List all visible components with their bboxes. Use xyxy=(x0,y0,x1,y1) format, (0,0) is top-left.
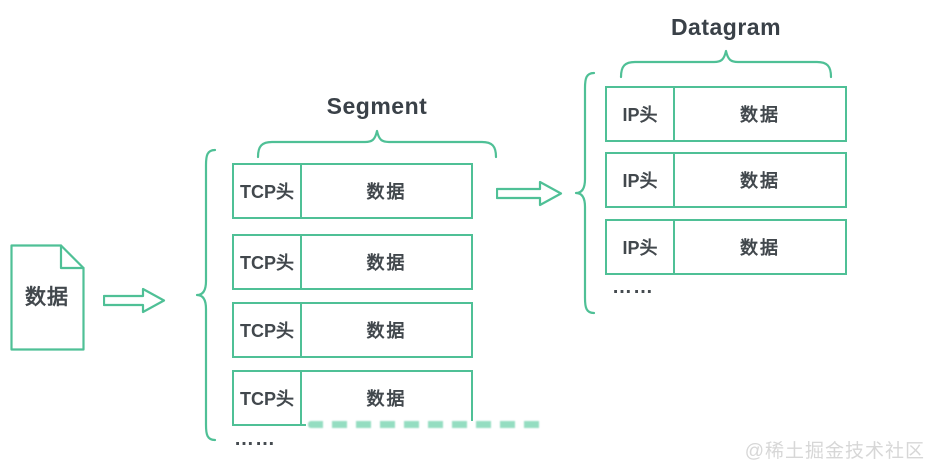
datagram-left-brace-icon xyxy=(574,71,596,315)
segment-row-header: TCP头 xyxy=(234,372,302,424)
segment-ellipsis: …… xyxy=(234,428,276,450)
datagram-row-header: IP头 xyxy=(607,221,675,273)
segment-row-header: TCP头 xyxy=(234,304,302,356)
datagram-row-data: 数据 xyxy=(740,238,780,258)
segment-row: TCP头 数据 xyxy=(232,370,473,426)
segment-row-header: TCP头 xyxy=(234,165,302,217)
datagram-row: IP头 数据 xyxy=(605,152,847,208)
datagram-row-data: 数据 xyxy=(740,171,780,191)
segment-row-data: 数据 xyxy=(366,182,407,202)
segment-row-data: 数据 xyxy=(366,253,407,273)
segment-title: Segment xyxy=(326,93,428,119)
segment-row-data: 数据 xyxy=(366,389,407,409)
segment-top-brace-icon xyxy=(256,129,498,159)
segment-row-data: 数据 xyxy=(366,321,407,341)
datagram-row: IP头 数据 xyxy=(605,86,847,142)
datagram-row: IP头 数据 xyxy=(605,219,847,275)
document-label: 数据 xyxy=(25,286,69,309)
datagram-row-data: 数据 xyxy=(740,105,780,125)
segment-row-header: TCP头 xyxy=(234,236,302,288)
datagram-row-header: IP头 xyxy=(607,88,675,140)
datagram-top-brace-icon xyxy=(619,49,833,79)
arrow-right-icon xyxy=(103,287,166,314)
segment-row: TCP头 数据 xyxy=(232,234,473,290)
segment-row: TCP头 数据 xyxy=(232,163,473,219)
arrow-right-icon xyxy=(496,180,563,207)
datagram-title: Datagram xyxy=(670,14,782,40)
document-icon xyxy=(10,244,85,351)
datagram-row-header: IP头 xyxy=(607,154,675,206)
faded-watermark-dashes xyxy=(306,417,546,429)
segment-left-brace-icon xyxy=(195,148,217,442)
segment-row: TCP头 数据 xyxy=(232,302,473,358)
datagram-ellipsis: …… xyxy=(612,276,654,298)
site-watermark: @稀土掘金技术社区 xyxy=(744,441,925,462)
